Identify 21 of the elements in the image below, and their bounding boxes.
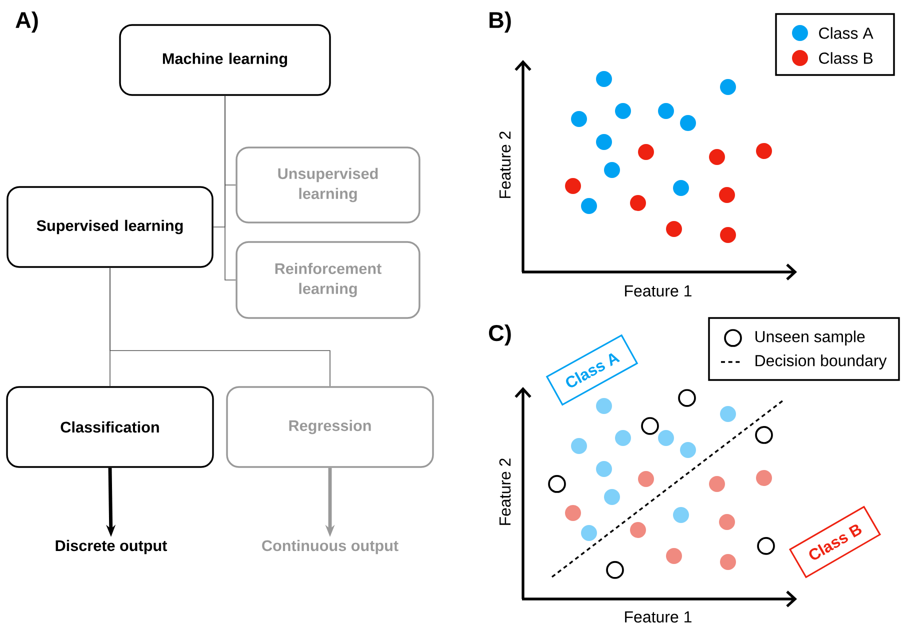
process-box: Supervised learning xyxy=(6,186,214,268)
axis-label: Feature 2 xyxy=(499,132,511,198)
output-label: Discrete output xyxy=(56,540,168,554)
legend-text: Class A xyxy=(819,27,874,39)
process-box: Reinforcement learning xyxy=(236,241,420,319)
process-box: Regression xyxy=(226,386,434,468)
legend-text: Class B xyxy=(819,52,873,64)
output-label: Continuous output xyxy=(262,540,398,554)
connector xyxy=(110,267,330,387)
process-box: Classification xyxy=(6,386,214,468)
axis-label: Feature 1 xyxy=(625,611,692,623)
process-box: Unsupervised learning xyxy=(236,146,420,224)
process-box: Machine learning xyxy=(119,24,331,96)
panel-label: A) xyxy=(16,11,38,33)
legend-text: Decision boundary xyxy=(756,354,887,370)
axis-label: Feature 1 xyxy=(625,285,692,297)
legend-text: Unseen sample xyxy=(756,330,865,346)
panel-label: C) xyxy=(488,324,511,346)
panel-label: B) xyxy=(490,11,511,33)
axis-label: Feature 2 xyxy=(499,458,511,525)
connector xyxy=(224,95,236,280)
